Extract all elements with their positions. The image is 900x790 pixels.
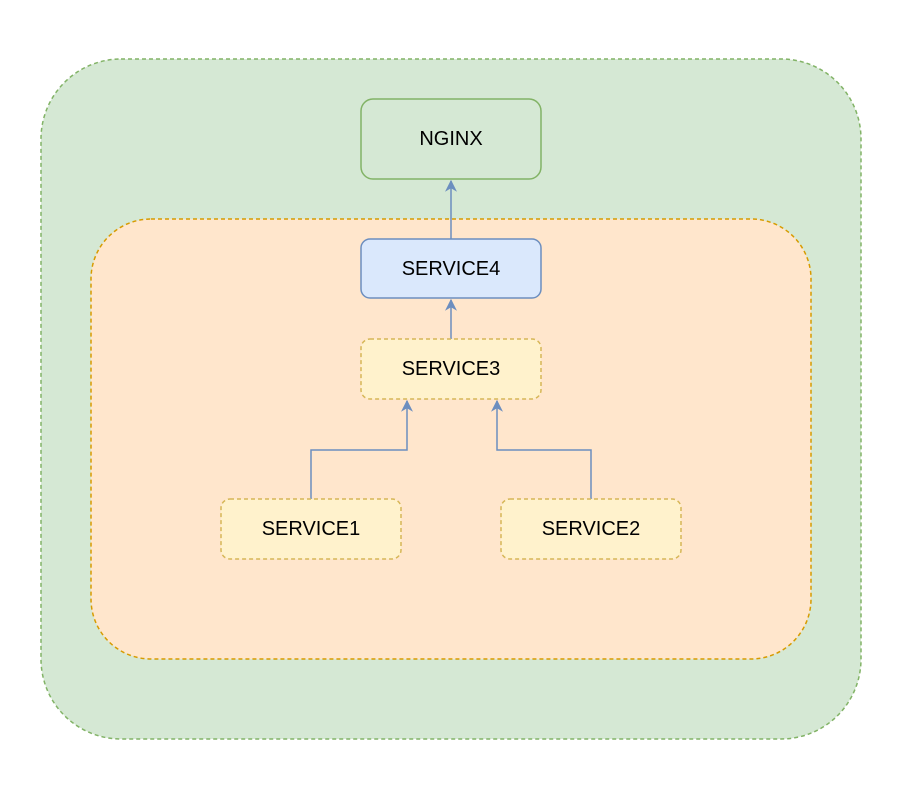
node-service2[interactable]: SERVICE2 [500, 498, 682, 560]
node-nginx-label: NGINX [419, 128, 482, 150]
edge-service2-to-service3 [491, 399, 592, 499]
node-nginx[interactable]: NGINX [360, 98, 542, 180]
node-service4[interactable]: SERVICE4 [360, 238, 542, 299]
node-service1[interactable]: SERVICE1 [220, 498, 402, 560]
node-service4-label: SERVICE4 [402, 258, 501, 280]
node-service3[interactable]: SERVICE3 [360, 338, 542, 400]
node-service1-label: SERVICE1 [262, 518, 361, 540]
node-service3-label: SERVICE3 [402, 358, 501, 380]
edge-service1-to-service3 [310, 399, 413, 499]
node-service2-label: SERVICE2 [542, 518, 641, 540]
edges [310, 179, 592, 499]
